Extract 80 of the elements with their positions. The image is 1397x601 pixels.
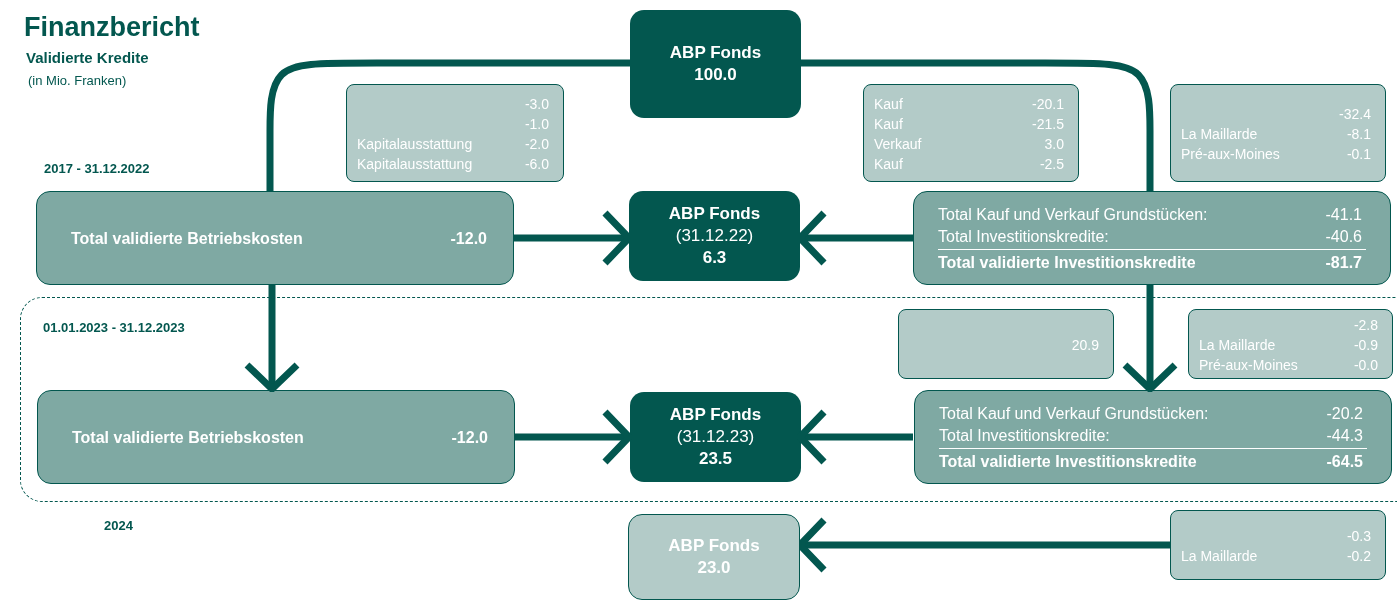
row-value: 20.9: [1071, 336, 1099, 355]
fund-label: ABP Fonds: [667, 535, 761, 557]
row-value: -2.8: [1353, 316, 1378, 335]
row-value: -0.0: [1353, 356, 1378, 375]
title: Finanzbericht: [24, 12, 200, 43]
connector-line: [266, 59, 630, 191]
row-value: -0.1: [1346, 145, 1371, 164]
fund-label: (31.12.23): [675, 426, 756, 448]
total-label: Total validierte Betriebskosten: [72, 428, 304, 448]
period-region: [20, 297, 1397, 502]
amount-value: 6.3: [701, 247, 728, 269]
row-value: -32.4: [1339, 105, 1371, 124]
row-label: Verkauf: [874, 135, 922, 154]
amount-value: -81.7: [1325, 253, 1362, 273]
amount-value: -64.5: [1326, 452, 1363, 472]
row-value: -6.0: [524, 155, 549, 174]
arrow: [1121, 285, 1179, 393]
period-label: 01.01.2023 - 31.12.2023: [43, 320, 185, 335]
amount-table-box: [863, 84, 1079, 182]
period-label: 2024: [104, 518, 133, 533]
amount-value: 100.0: [693, 64, 738, 86]
amount-value: -20.2: [1326, 404, 1363, 424]
row-value: -0.3: [1346, 527, 1371, 546]
fund-box: [630, 392, 801, 482]
amount-value: -12.0: [450, 229, 487, 249]
period-label: 2017 - 31.12.2022: [44, 161, 150, 176]
amount-table-box: [346, 84, 564, 182]
row-label: Kauf: [874, 155, 903, 174]
fund-label: (31.12.22): [674, 225, 755, 247]
total-label: Total Kauf und Verkauf Grundstücken:: [939, 404, 1209, 424]
total-label: Total Investitionskredite:: [939, 426, 1110, 446]
row-value: 3.0: [1044, 135, 1064, 154]
row-label: Kapitalausstattung: [357, 135, 473, 154]
amount-table-box: [1188, 309, 1393, 379]
row-value: -2.0: [524, 135, 549, 154]
amount-value: -40.6: [1325, 227, 1362, 247]
row-label: Pré-aux-Moines: [1199, 356, 1298, 375]
row-label: Pré-aux-Moines: [1181, 145, 1280, 164]
row-label: La Maillarde: [1181, 125, 1258, 144]
row-value: -1.0: [524, 115, 549, 134]
total-box: [37, 390, 515, 484]
row-value: -20.1: [1032, 95, 1064, 114]
unit-note: (in Mio. Franken): [28, 73, 127, 88]
amount-table-box: [1170, 84, 1386, 182]
fund-box: [630, 10, 801, 118]
amount-value: 23.0: [696, 557, 732, 579]
amount-table-box: [898, 309, 1114, 379]
row-value: -21.5: [1032, 115, 1064, 134]
row-value: -8.1: [1346, 125, 1371, 144]
row-value: -0.9: [1353, 336, 1378, 355]
arrow: [243, 285, 301, 393]
row-value: -0.2: [1346, 547, 1371, 566]
amount-value: 23.5: [697, 448, 734, 470]
row-label: Kapitalausstattung: [357, 155, 473, 174]
total-label: Total validierte Investitionskredite: [938, 253, 1196, 273]
total-box: [914, 390, 1392, 484]
row-value: -2.5: [1039, 155, 1064, 174]
amount-value: -41.1: [1325, 205, 1362, 225]
row-label: La Maillarde: [1199, 336, 1276, 355]
row-value: -3.0: [524, 95, 549, 114]
amount-value: -44.3: [1326, 426, 1363, 446]
fund-box: [628, 514, 800, 600]
total-box: [36, 191, 514, 285]
fund-label: ABP Fonds: [668, 404, 763, 426]
subtitle: Validierte Kredite: [26, 49, 149, 66]
total-label: Total Investitionskredite:: [938, 227, 1109, 247]
row-label: La Maillarde: [1181, 547, 1258, 566]
arrow: [514, 408, 633, 466]
connector-line: [801, 59, 1154, 191]
fund-label: ABP Fonds: [668, 42, 763, 64]
fund-label: ABP Fonds: [667, 203, 762, 225]
row-label: Kauf: [874, 115, 903, 134]
total-label: Total validierte Betriebskosten: [71, 229, 303, 249]
amount-table-box: [1170, 510, 1386, 580]
fund-box: [629, 191, 800, 281]
total-label: Total validierte Investitionskredite: [939, 452, 1197, 472]
row-label: Kauf: [874, 95, 903, 114]
total-label: Total Kauf und Verkauf Grundstücken:: [938, 205, 1208, 225]
amount-value: -12.0: [451, 428, 488, 448]
total-box: [913, 191, 1391, 285]
